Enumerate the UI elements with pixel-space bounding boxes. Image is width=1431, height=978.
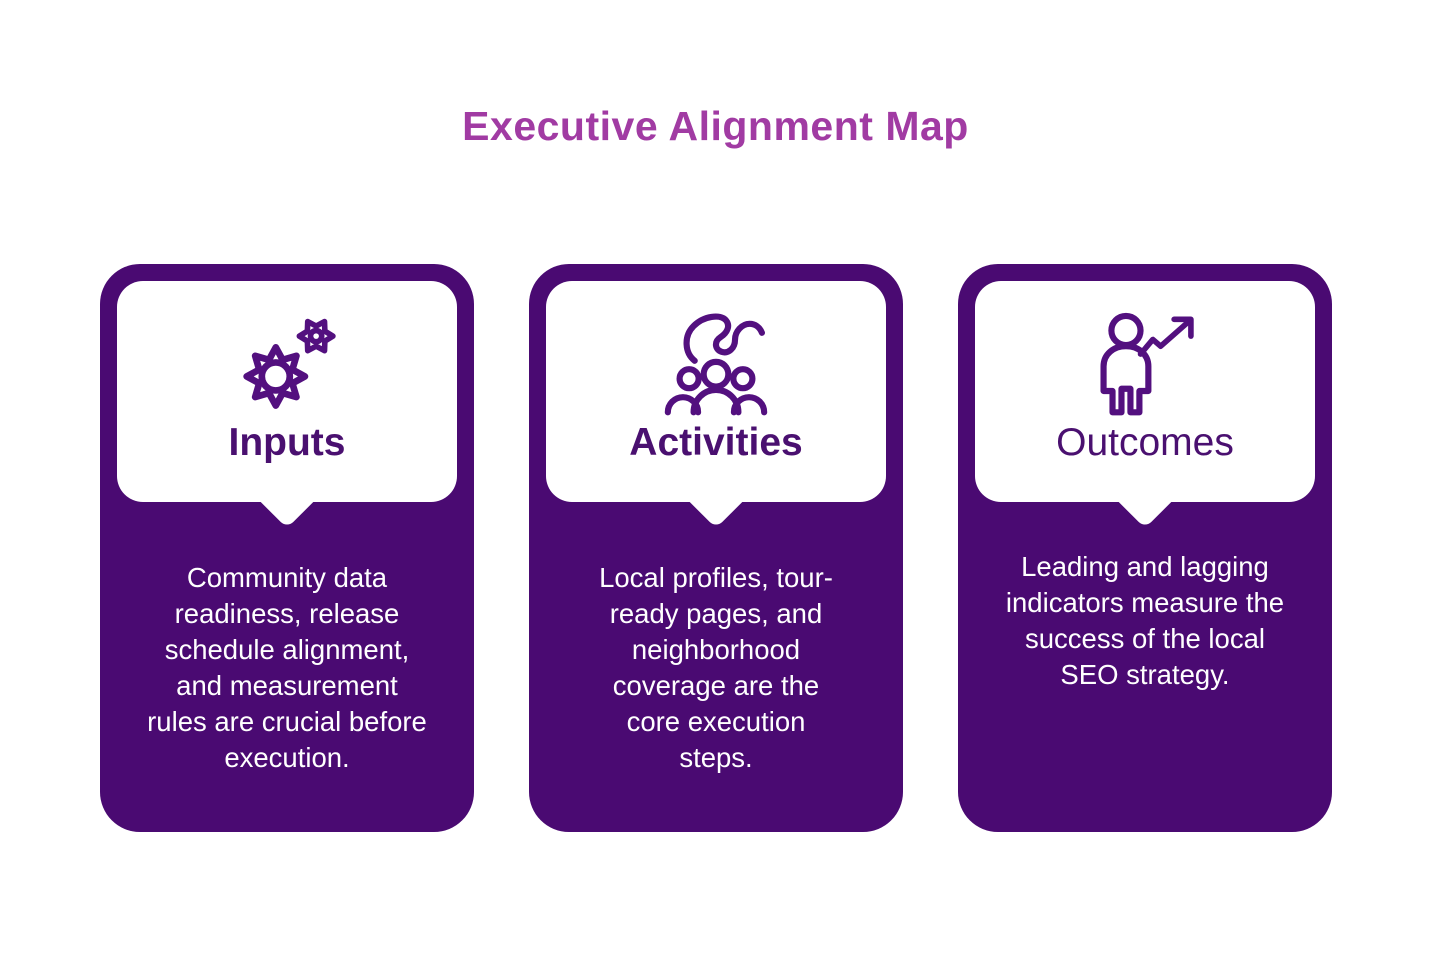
page-title: Executive Alignment Map — [462, 103, 969, 149]
card-inputs: Inputs Community data readiness, release… — [100, 264, 474, 832]
card-outcomes: Outcomes Leading and lagging indicators … — [958, 264, 1332, 832]
card-inputs-heading: Inputs — [228, 421, 346, 464]
team-hand-icon — [658, 307, 774, 419]
card-activities: Activities Local profiles, tour-ready pa… — [529, 264, 903, 832]
gears-icon — [229, 307, 345, 419]
card-inputs-description: Community data readiness, release schedu… — [147, 562, 427, 773]
card-activities-header-panel: Activities — [546, 281, 886, 502]
card-activities-heading: Activities — [629, 421, 803, 464]
card-outcomes-header-panel: Outcomes — [975, 281, 1315, 502]
card-inputs-header-panel: Inputs — [117, 281, 457, 502]
card-outcomes-heading: Outcomes — [1056, 421, 1234, 464]
card-activities-description: Local profiles, tour-ready pages, and ne… — [599, 562, 833, 773]
card-outcomes-description: Leading and lagging indicators measure t… — [1005, 551, 1285, 690]
person-growth-arrow-icon — [1087, 307, 1203, 419]
cards-row: Inputs Community data readiness, release… — [100, 264, 1332, 832]
